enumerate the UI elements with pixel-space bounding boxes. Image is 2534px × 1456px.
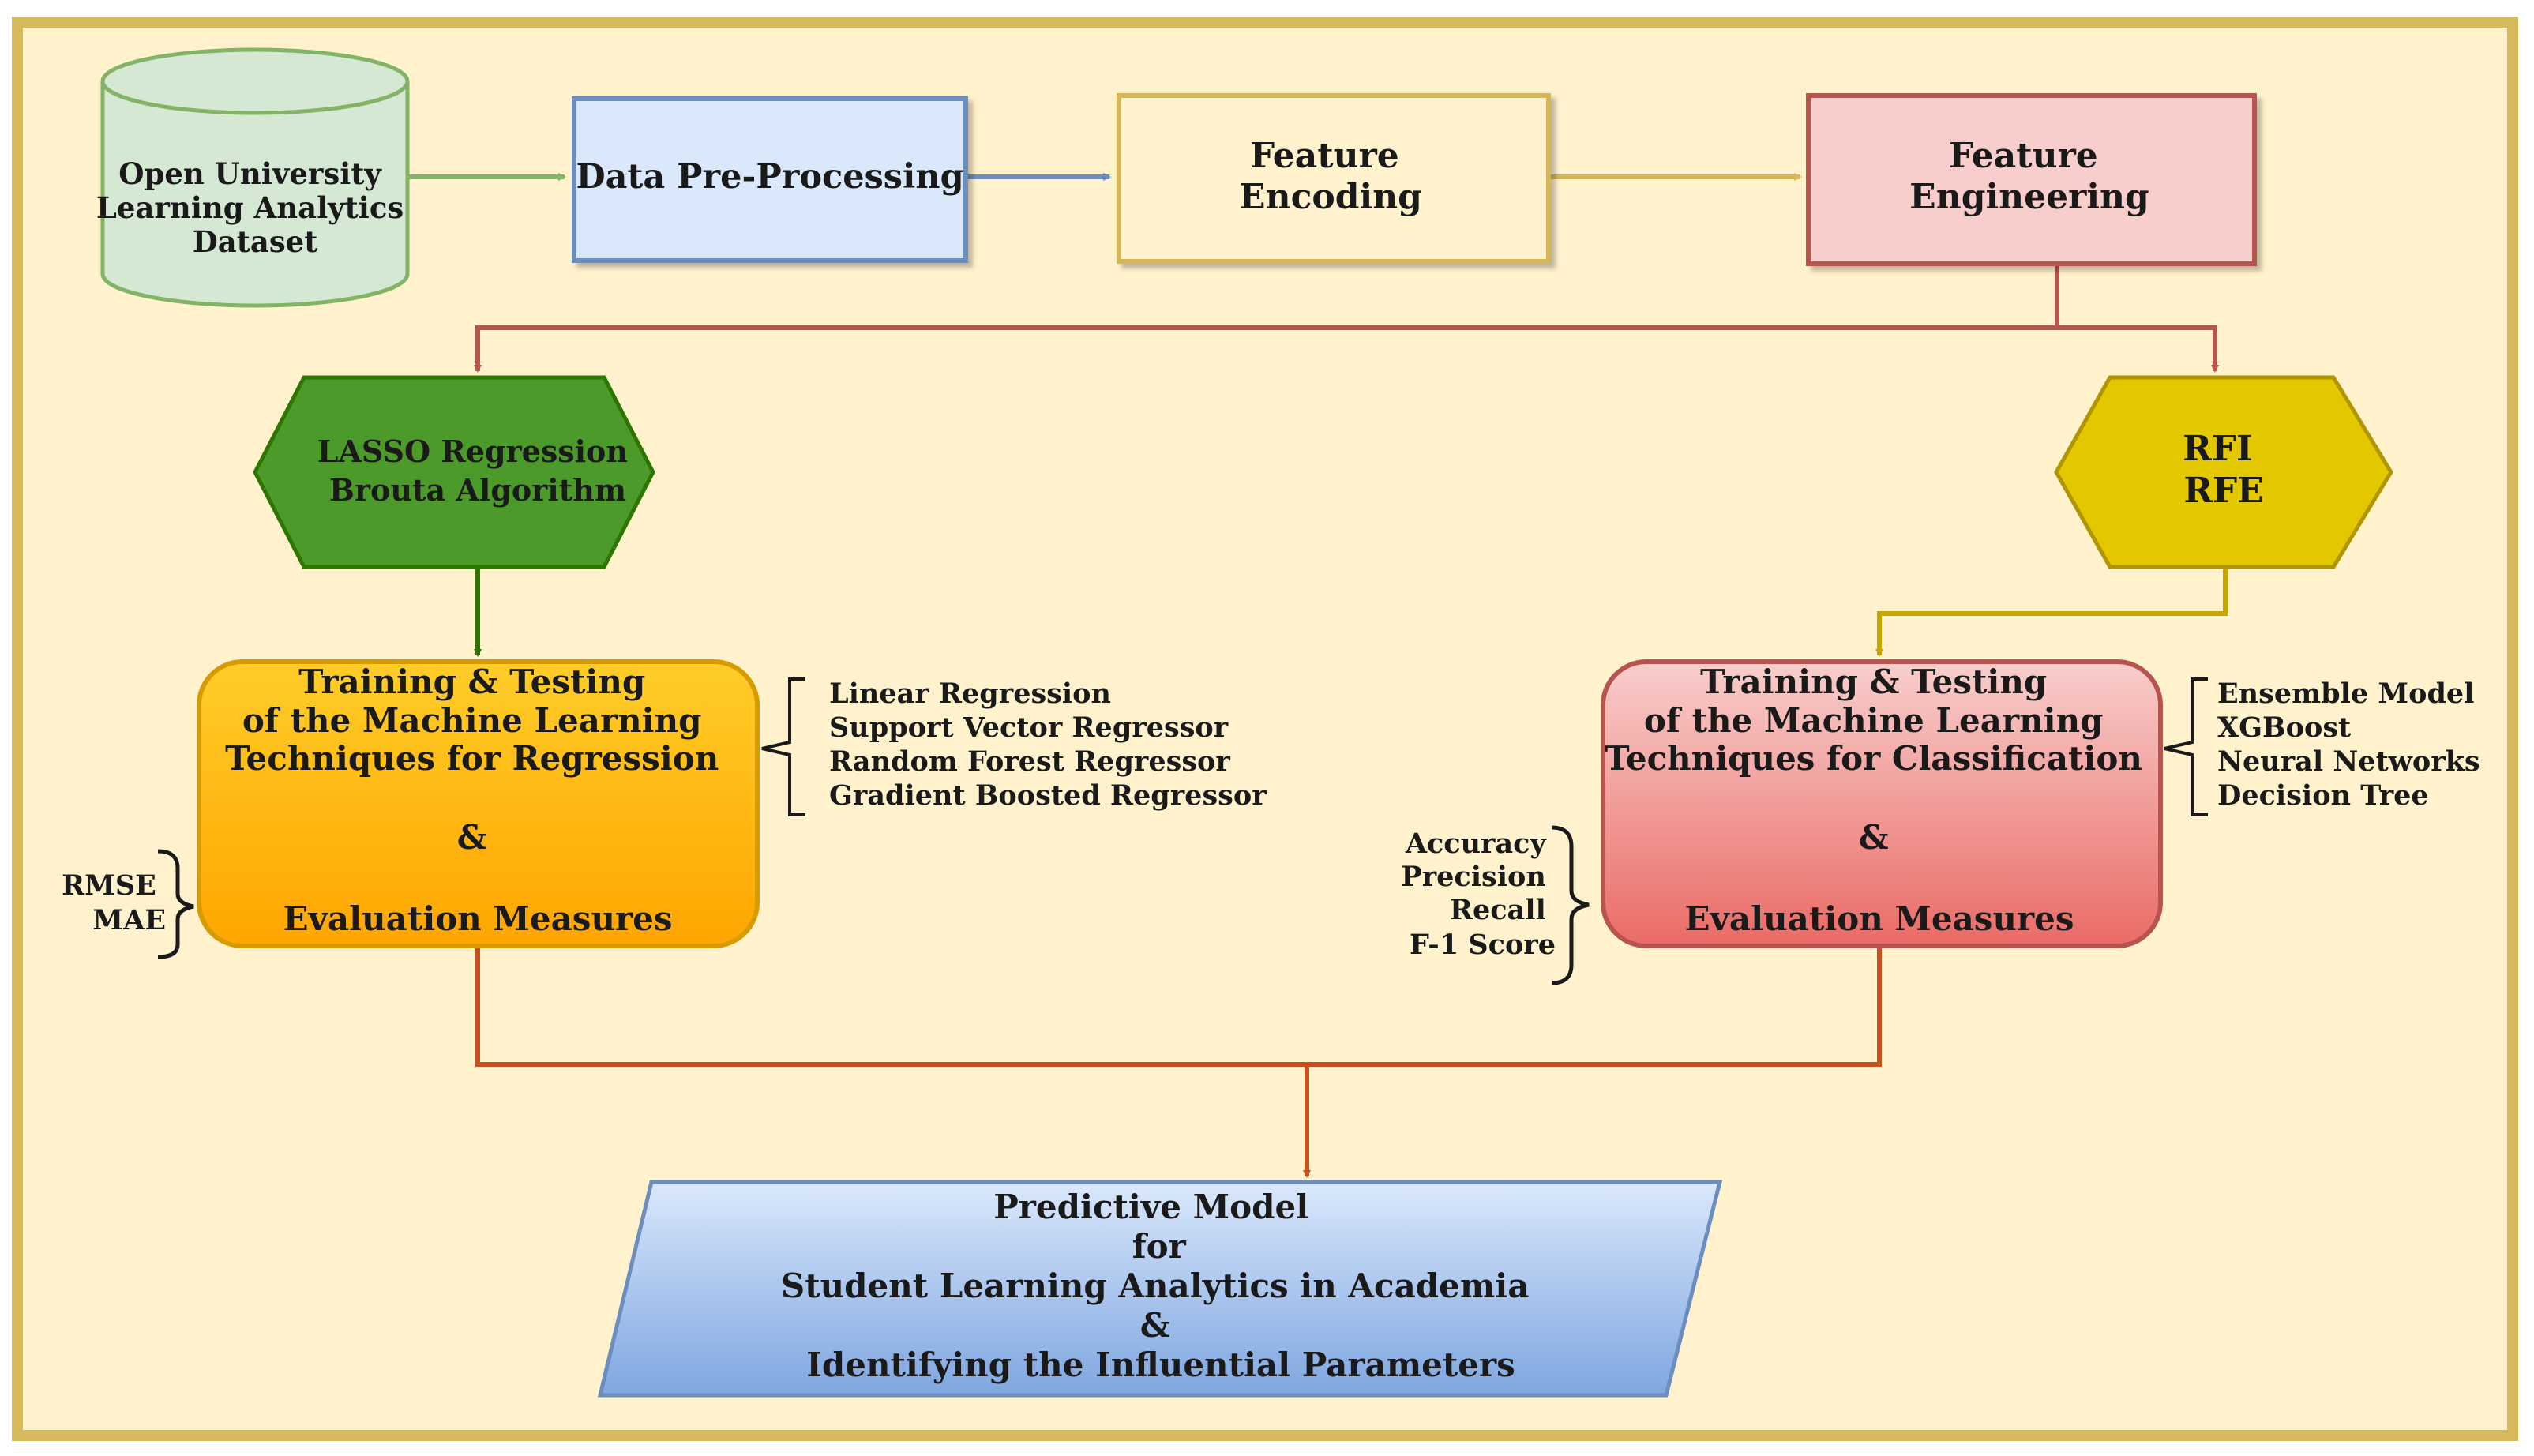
dataset-label-line: Dataset [193,224,318,259]
classification-metrics-brace [1551,825,1590,985]
arrow-engineering-to-rfi [2057,325,2219,373]
regression-metrics-text: RMSE MAE [62,869,166,936]
regression-label-line: Evaluation Measures [283,899,673,938]
regression-metric-item: MAE [92,904,166,936]
output-label-line: for [1132,1227,1187,1266]
regression-label-line: of the Machine Learning [242,701,702,740]
classification-label-line: Evaluation Measures [1685,899,2074,938]
lasso-node: LASSO Regression Brouta Algorithm [253,375,655,569]
regression-models-list: Linear Regression Support Vector Regress… [761,677,1267,816]
regression-label-line: Techniques for Regression [225,739,719,778]
classification-metric-item: F-1 Score [1410,929,1556,961]
regression-model-item: Gradient Boosted Regressor [829,779,1267,812]
classification-models-bracket [2164,677,2208,816]
output-label-line: & [1140,1306,1170,1345]
regression-metric-item: RMSE [62,869,156,902]
regression-models-bracket [761,677,805,816]
lasso-label-line: Brouta Algorithm [329,472,626,508]
regression-models-text: Linear Regression Support Vector Regress… [829,677,1267,812]
dataset-cylinder-top [100,47,410,115]
rfi-hexagon [2054,375,2393,569]
output-label: Predictive Model for Student Learning An… [781,1188,1541,1384]
regression-label-line: & [457,818,487,857]
rfi-label-line: RFE [2183,471,2263,511]
regression-metrics-brace [157,849,194,959]
dataset-node: Open University Learning Analytics Datas… [96,47,414,308]
classification-box [1601,659,2163,948]
encoding-label-line: Encoding [1239,177,1422,217]
dataset-label: Open University Learning Analytics Datas… [96,156,414,259]
dataset-label-line: Open University [118,156,382,191]
engineering-label: Feature Engineering [1909,136,2149,217]
encoding-label-line: Feature [1250,136,1399,176]
regression-model-item: Random Forest Regressor [829,745,1230,778]
connectors [407,173,2228,1178]
classification-label: Training & Testing of the Machine Learni… [1605,662,2153,938]
regression-box [197,659,760,948]
regression-label-line: Training & Testing [298,662,645,701]
classification-metrics-text: Accuracy Precision Recall F-1 Score [1401,827,1556,961]
output-label-line: Identifying the Influential Parameters [806,1345,1515,1384]
preprocess-label: Data Pre-Processing [576,157,963,197]
classification-model-item: Decision Tree [2217,779,2429,812]
regression-metrics-list: RMSE MAE [62,849,194,959]
arrow-engineering-split [474,266,2059,373]
rfi-node: RFI RFE [2054,375,2393,569]
dataset-cylinder-body [100,81,410,308]
lasso-hexagon [253,375,655,569]
line-classification-to-merge [1307,945,1882,1067]
engineering-node: Feature Engineering [1806,93,2257,266]
lasso-label: LASSO Regression Brouta Algorithm [317,433,639,508]
classification-label-line: Training & Testing [1700,662,2047,701]
preprocess-label-line: Data Pre-Processing [576,157,963,197]
output-node: Predictive Model for Student Learning An… [597,1180,1723,1398]
regression-model-item: Linear Regression [829,677,1111,710]
classification-metrics-list: Accuracy Precision Recall F-1 Score [1401,825,1590,985]
lasso-label-line: LASSO Regression [317,433,628,469]
classification-node: Training & Testing of the Machine Learni… [1601,659,2163,948]
classification-model-item: XGBoost [2217,711,2351,744]
output-label-line: Student Learning Analytics in Academia [781,1266,1530,1305]
classification-model-item: Ensemble Model [2217,677,2474,710]
preprocess-box [572,96,968,263]
classification-label-line: Techniques for Classification [1605,739,2142,778]
rfi-label-line: RFI [2183,429,2252,469]
engineering-box [1806,93,2257,266]
dataset-label-line: Learning Analytics [96,190,404,225]
classification-models-text: Ensemble Model XGBoost Neural Networks D… [2217,677,2490,812]
regression-model-item: Support Vector Regressor [829,711,1229,744]
classification-label-line: of the Machine Learning [1644,701,2104,740]
regression-label: Training & Testing of the Machine Learni… [225,662,730,938]
engineering-label-line: Engineering [1909,177,2149,217]
classification-metric-item: Accuracy [1405,827,1548,860]
rfi-label: RFI RFE [2183,429,2265,511]
line-regression-to-merge [475,945,1307,1067]
encoding-label: Feature Encoding [1239,136,1422,217]
classification-model-item: Neural Networks [2217,745,2480,778]
output-label-line: Predictive Model [993,1188,1308,1226]
encoding-node: Feature Encoding [1117,93,1551,264]
classification-metric-item: Precision [1401,861,1545,893]
preprocess-node: Data Pre-Processing [572,96,968,263]
regression-node: Training & Testing of the Machine Learni… [197,659,760,948]
engineering-label-line: Feature [1949,136,2098,176]
classification-metric-item: Recall [1450,894,1546,926]
classification-label-line: & [1859,818,1889,857]
encoding-box [1117,93,1551,264]
output-parallelogram [597,1180,1723,1398]
classification-models-list: Ensemble Model XGBoost Neural Networks D… [2164,677,2490,816]
arrow-rfi-to-classification [1875,569,2228,657]
